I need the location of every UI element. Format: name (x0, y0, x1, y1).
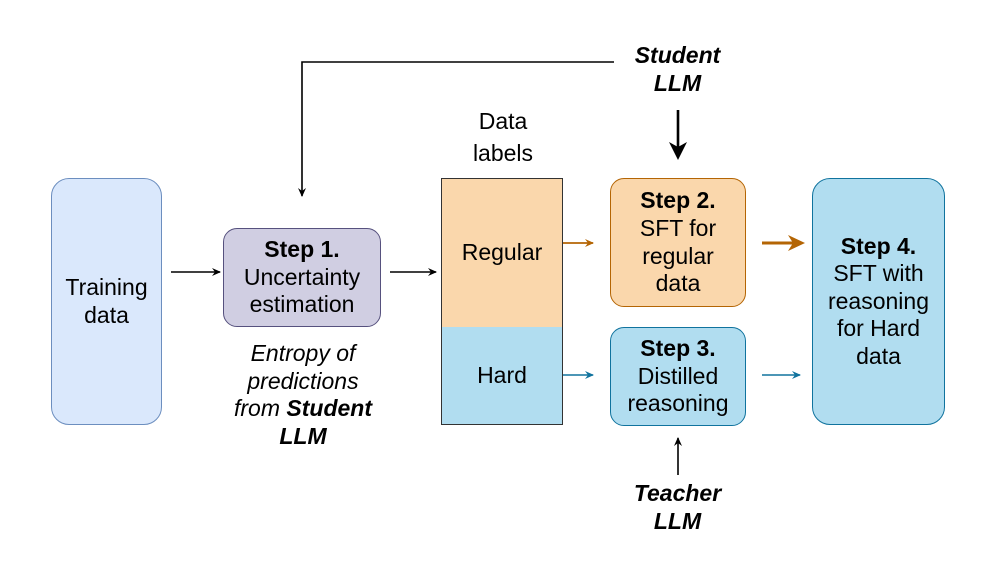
hard-label: Hard (477, 361, 527, 388)
step2-line3: data (655, 270, 701, 297)
step3-box: Step 3. Distilled reasoning (610, 327, 746, 426)
step2-title: Step 2. (640, 187, 716, 214)
training-data-box: Training data (51, 178, 162, 425)
step4-line4: data (856, 342, 901, 369)
step4-line2: reasoning (827, 287, 930, 314)
teacher-llm-line2: LLM (653, 507, 702, 534)
step3-title: Step 3. (640, 335, 716, 362)
data-labels-box: Regular Hard (441, 178, 563, 425)
entropy-note-from: from (234, 395, 287, 422)
student-llm-label: Student LLM (615, 42, 740, 97)
student-llm-line2: LLM (653, 69, 702, 96)
step2-line1: SFT for (639, 214, 717, 241)
step4-box: Step 4. SFT with reasoning for Hard data (812, 178, 945, 425)
student-llm-line1: Student (634, 42, 721, 68)
step4-line3: for Hard (836, 315, 921, 342)
arrow-student-to-step1 (298, 61, 614, 197)
entropy-note-line1: Entropy of (250, 340, 356, 366)
step1-box: Step 1. Uncertainty estimation (223, 228, 381, 327)
entropy-note-line2: predictions (247, 367, 359, 394)
step1-line2: estimation (249, 291, 355, 318)
data-labels-line2: labels (472, 139, 534, 166)
teacher-llm-line1: Teacher (633, 480, 722, 506)
step3-line2: reasoning (627, 390, 729, 417)
data-labels-heading: Data labels (442, 108, 564, 167)
hard-segment: Hard (442, 327, 562, 424)
entropy-note-llm: LLM (279, 422, 327, 449)
training-data-line1: Training (65, 273, 148, 300)
step2-line2: regular (642, 242, 714, 269)
data-labels-line1: Data (478, 108, 528, 134)
arrow-step2-to-step4-head (788, 235, 805, 251)
entropy-note: Entropy of predictions from Student LLM (198, 340, 408, 450)
step2-box: Step 2. SFT for regular data (610, 178, 746, 307)
step1-title: Step 1. (264, 236, 340, 263)
regular-label: Regular (461, 239, 543, 266)
entropy-note-line3: from Student (198, 395, 408, 423)
arrow-student-to-step2-head (669, 142, 687, 160)
regular-segment: Regular (442, 179, 562, 327)
teacher-llm-label: Teacher LLM (615, 480, 740, 535)
step4-title: Step 4. (840, 232, 917, 259)
step1-line1: Uncertainty (243, 263, 361, 290)
step3-line1: Distilled (637, 362, 719, 389)
step4-line1: SFT with (833, 260, 924, 287)
entropy-note-student: Student (286, 395, 372, 422)
training-data-line2: data (84, 301, 129, 328)
